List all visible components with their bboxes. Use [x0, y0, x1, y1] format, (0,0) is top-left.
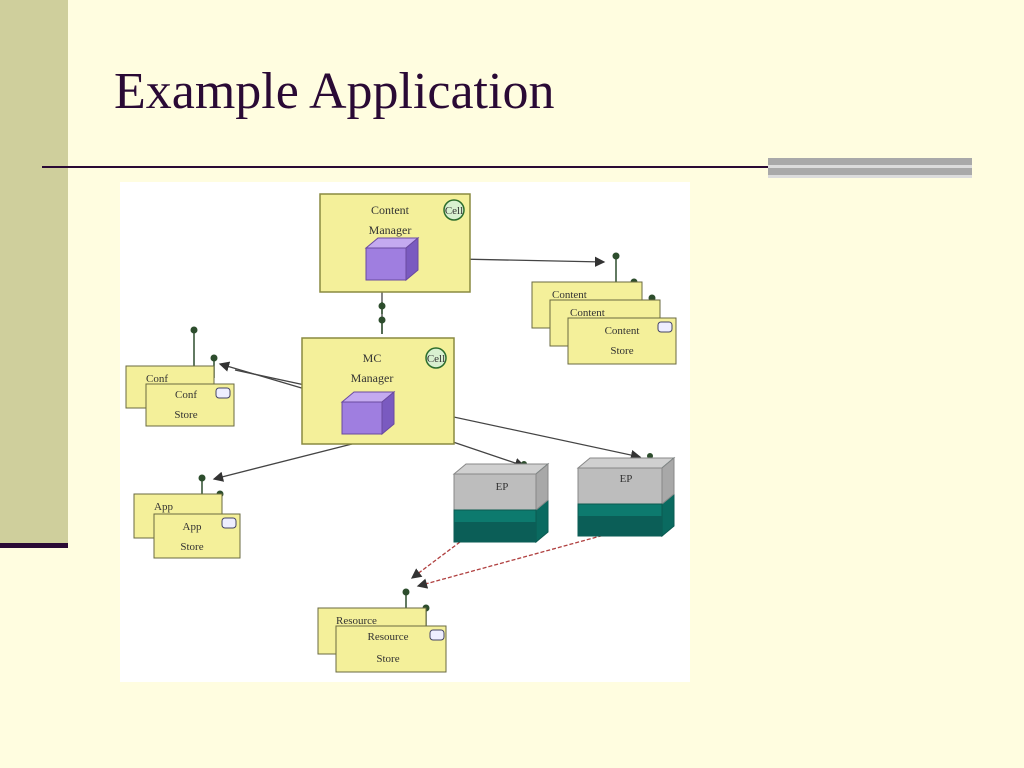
ep-node-right-label: EP — [620, 473, 633, 485]
architecture-diagram: Content Manager Cell Content Content Con… — [120, 182, 690, 682]
conf-store-label-1: Conf — [175, 389, 197, 401]
conf-store-back-label: Conf — [146, 373, 168, 385]
content-manager-label-1: Content — [371, 203, 410, 217]
conf-store-stack: Conf Conf Store — [125, 365, 235, 427]
svg-text:Cell: Cell — [445, 205, 463, 217]
mc-manager-label-1: MC — [363, 351, 382, 365]
content-store-label-1: Content — [605, 325, 640, 337]
mc-manager-label-2: Manager — [351, 371, 394, 385]
resource-store-label-2: Store — [376, 653, 399, 665]
cell-badge-icon: Cell — [443, 199, 465, 221]
app-store-stack: App App Store — [133, 493, 241, 559]
edge-mc-to-app — [212, 443, 353, 482]
resource-store-label-1: Resource — [368, 631, 409, 643]
conf-store-label-2: Store — [174, 409, 197, 421]
content-store-stack: Content Content Content Store — [531, 281, 677, 365]
svg-text:Cell: Cell — [427, 353, 445, 365]
title-divider — [42, 166, 772, 168]
ep-node-right: EP — [576, 456, 676, 538]
title-divider-accent — [768, 158, 972, 178]
mc-manager-cell: MC Manager Cell — [301, 337, 455, 445]
content-store-back-label-2: Content — [570, 307, 605, 319]
resource-store-stack: Resource Resource Store — [317, 607, 447, 673]
content-store-label-2: Store — [610, 345, 633, 357]
content-store-back-label-1: Content — [552, 289, 587, 301]
app-store-label-1: App — [183, 521, 202, 533]
component-cube-icon — [340, 390, 396, 436]
ep-node-left-label: EP — [496, 481, 509, 493]
component-cube-icon — [364, 236, 420, 282]
left-accent-tick — [0, 543, 68, 548]
edge-ep-right-to-resource — [416, 533, 609, 589]
app-store-label-2: Store — [180, 541, 203, 553]
left-accent-band — [0, 0, 68, 548]
slide-title: Example Application — [114, 63, 555, 120]
ep-node-left: EP — [452, 462, 550, 544]
resource-store-back-label: Resource — [336, 615, 377, 627]
cell-badge-icon: Cell — [425, 347, 447, 369]
edge-ep-left-to-resource — [410, 541, 461, 579]
app-store-back-label: App — [154, 501, 173, 513]
content-manager-label-2: Manager — [369, 223, 412, 237]
content-manager-cell: Content Manager Cell — [319, 193, 471, 293]
